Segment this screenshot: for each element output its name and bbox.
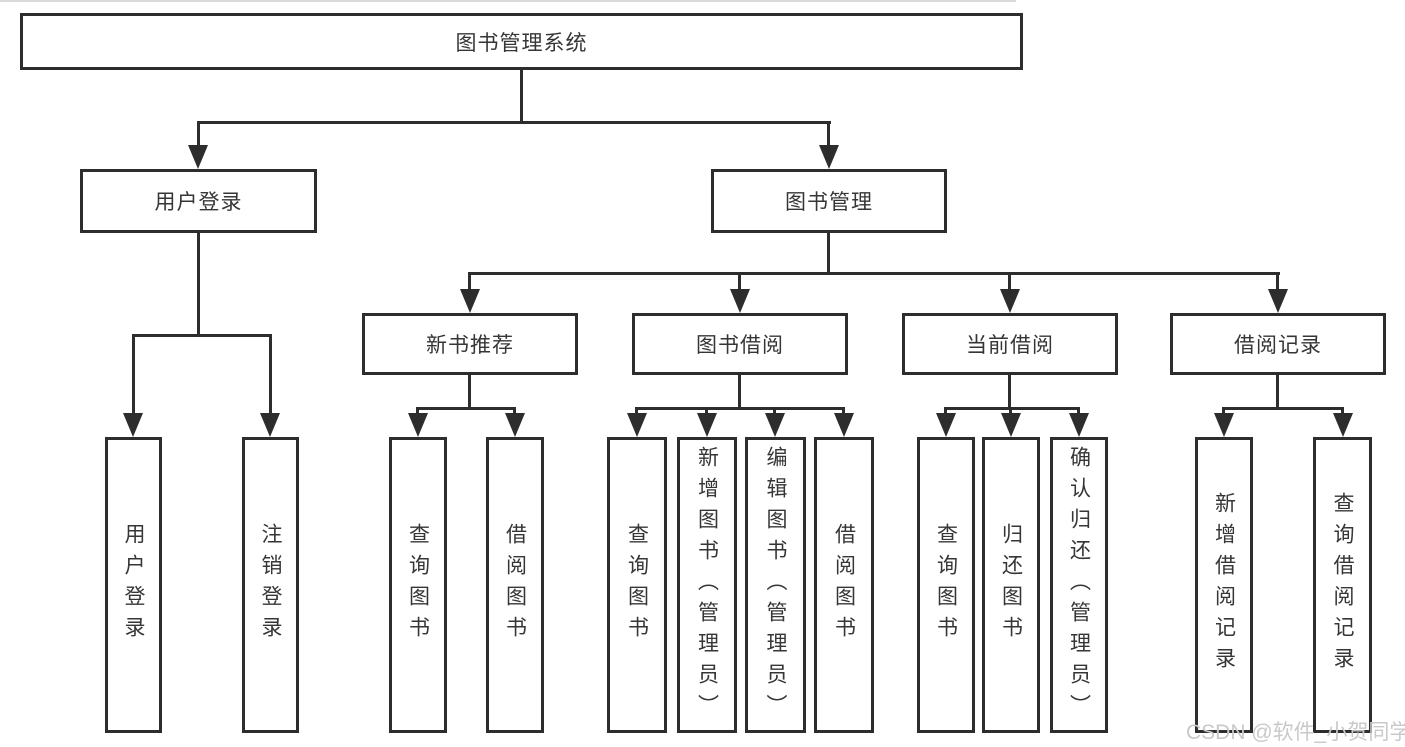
- connector-new-books-crossbar: [416, 407, 516, 410]
- leaf-return-books: 归还图书: [982, 437, 1040, 733]
- arrow-down-icon: [188, 145, 208, 169]
- connector-drop-login-leaf: [132, 337, 135, 413]
- screenshot-top-edge-line: [0, 0, 1016, 2]
- arrow-down-icon: [1214, 413, 1234, 437]
- connector-user-login-crossbar: [132, 334, 272, 337]
- arrow-down-icon: [460, 289, 480, 313]
- arrow-down-icon: [123, 413, 143, 437]
- connector-borrow-records-crossbar: [1222, 407, 1344, 410]
- node-book-borrowing: 图书借阅: [632, 313, 848, 375]
- leaf-query-books-current: 查询图书: [917, 437, 975, 733]
- arrow-down-icon: [1333, 413, 1353, 437]
- connector-drop-leaf: [1077, 410, 1080, 414]
- connector-user-login-stem: [197, 233, 200, 334]
- leaf-add-books-admin: 新增图书（管理员）: [677, 437, 737, 733]
- leaf-query-books-recommend: 查询图书: [389, 437, 447, 733]
- node-root-library-management-system: 图书管理系统: [20, 13, 1023, 70]
- arrow-down-icon: [627, 413, 647, 437]
- connector-book-borrow-crossbar: [635, 407, 845, 410]
- connector-drop-leaf: [705, 410, 708, 414]
- leaf-borrow-books: 借阅图书: [814, 437, 874, 733]
- arrow-down-icon: [260, 413, 280, 437]
- connector-drop-borrow-records: [1276, 275, 1279, 289]
- leaf-user-login: 用户登录: [105, 437, 162, 733]
- arrow-down-icon: [1268, 289, 1288, 313]
- leaf-confirm-return-admin: 确认归还（管理员）: [1050, 437, 1108, 733]
- connector-drop-logout-leaf: [269, 337, 272, 413]
- connector-borrow-records-stem: [1276, 375, 1279, 407]
- connector-book-mgmt-crossbar: [468, 272, 1280, 275]
- connector-root-crossbar: [197, 121, 831, 124]
- leaf-query-books-borrow: 查询图书: [607, 437, 667, 733]
- arrow-down-icon: [1001, 413, 1021, 437]
- arrow-down-icon: [1000, 289, 1020, 313]
- connector-drop-leaf: [944, 410, 947, 414]
- leaf-edit-books-admin: 编辑图书（管理员）: [745, 437, 806, 733]
- node-borrowing-records: 借阅记录: [1170, 313, 1386, 375]
- node-book-management: 图书管理: [711, 169, 947, 233]
- connector-drop-book-management: [827, 124, 830, 145]
- connector-root-stem: [520, 70, 523, 121]
- node-new-book-recommendation: 新书推荐: [362, 313, 578, 375]
- arrow-down-icon: [1069, 413, 1089, 437]
- arrow-down-icon: [408, 413, 428, 437]
- connector-drop-current-borrow: [1008, 275, 1011, 289]
- connector-drop-leaf: [842, 410, 845, 414]
- connector-drop-leaf: [1341, 410, 1344, 414]
- arrow-down-icon: [765, 413, 785, 437]
- connector-drop-new-books: [468, 275, 471, 289]
- connector-current-borrow-crossbar: [944, 407, 1080, 410]
- connector-drop-user-login: [197, 124, 200, 145]
- connector-drop-leaf: [513, 410, 516, 414]
- connector-current-borrow-stem: [1008, 375, 1011, 407]
- connector-book-borrow-stem: [738, 375, 741, 407]
- connector-drop-leaf: [1222, 410, 1225, 414]
- leaf-add-borrow-record: 新增借阅记录: [1195, 437, 1253, 733]
- connector-drop-leaf: [773, 410, 776, 414]
- leaf-logout: 注销登录: [242, 437, 299, 733]
- arrow-down-icon: [505, 413, 525, 437]
- leaf-borrow-books-recommend: 借阅图书: [486, 437, 544, 733]
- arrow-down-icon: [834, 413, 854, 437]
- connector-drop-leaf: [416, 410, 419, 414]
- connector-drop-leaf: [1009, 410, 1012, 414]
- connector-book-mgmt-stem: [827, 233, 830, 272]
- arrow-down-icon: [936, 413, 956, 437]
- connector-drop-book-borrow: [738, 275, 741, 289]
- node-user-login: 用户登录: [80, 169, 317, 233]
- arrow-down-icon: [819, 145, 839, 169]
- leaf-query-borrow-record: 查询借阅记录: [1313, 437, 1372, 733]
- arrow-down-icon: [730, 289, 750, 313]
- csdn-watermark: CSDN @软件_小贺同学: [1186, 721, 1405, 744]
- node-current-borrowing: 当前借阅: [902, 313, 1118, 375]
- connector-drop-leaf: [635, 410, 638, 414]
- arrow-down-icon: [697, 413, 717, 437]
- connector-new-books-stem: [468, 375, 471, 407]
